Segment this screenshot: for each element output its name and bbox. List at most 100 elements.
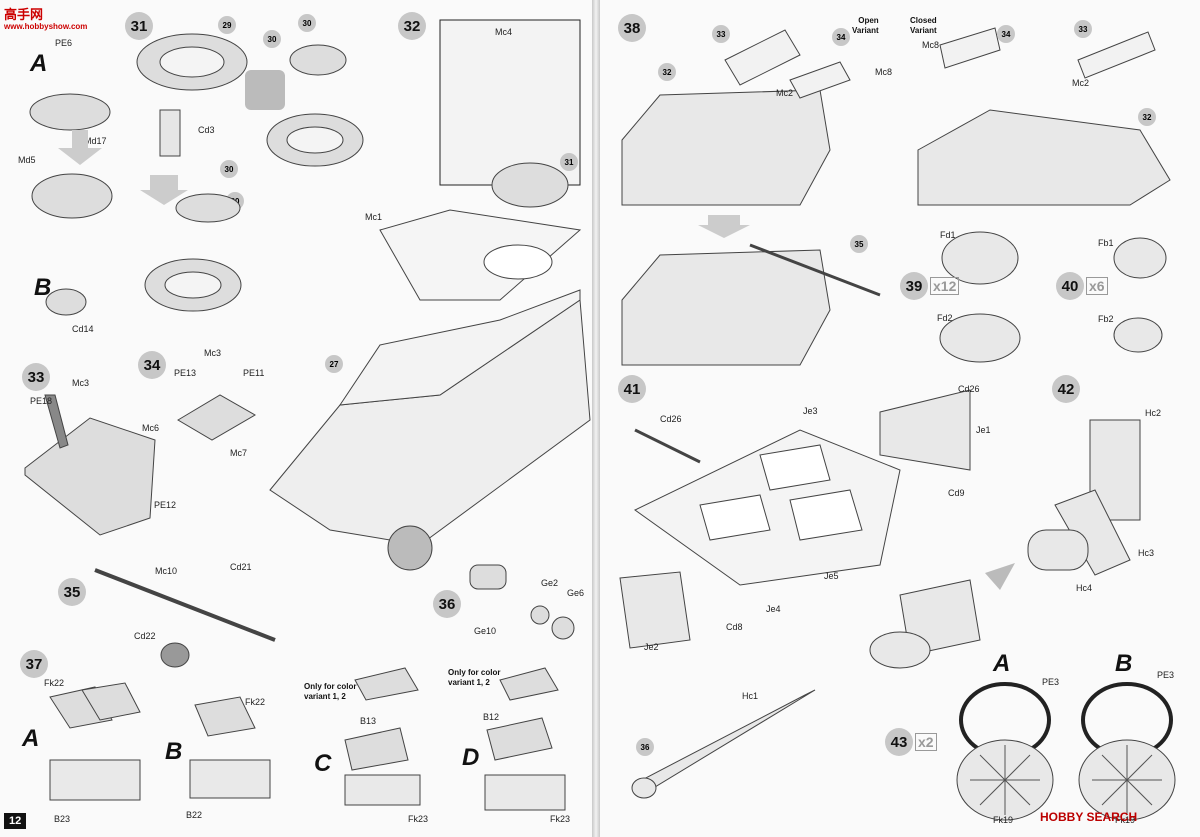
watermark-url: www.hobbyshow.com (4, 22, 88, 31)
part-pe3-b: PE3 (1157, 670, 1175, 680)
sub-32-right: 32 (1138, 108, 1156, 126)
part-fb1: Fb1 (1098, 238, 1114, 248)
part-pe3-a: PE3 (1042, 677, 1060, 687)
part-fd2: Fd2 (937, 313, 953, 323)
part-mc1: Mc1 (365, 212, 383, 222)
part-mc2-a: Mc2 (776, 88, 794, 98)
sub-27: 27 (325, 355, 343, 373)
part-fk19-b: Fk19 (1115, 815, 1136, 825)
step-38-badge: 38 (618, 14, 646, 42)
step-39-badge: 39 (900, 272, 928, 300)
watermark-logo: 高手网 (4, 7, 44, 22)
part-cd26-a: Cd26 (660, 414, 682, 424)
part-b22: B22 (186, 810, 203, 820)
part-hc3: Hc3 (1138, 548, 1155, 558)
left-page-drawings (24, 19, 591, 811)
open-variant-label: Open Variant (852, 16, 879, 35)
step-32-badge: 32 (398, 12, 426, 40)
sub-36: 36 (636, 738, 654, 756)
part-je4: Je4 (766, 604, 781, 614)
part-fk19-a: Fk19 (993, 815, 1014, 825)
variant-a-43: A (993, 650, 1011, 677)
part-hc1: Hc1 (742, 691, 759, 701)
sub-29: 29 (218, 16, 236, 34)
part-mc6: Mc6 (142, 423, 160, 433)
part-pe6: PE6 (55, 38, 73, 48)
part-cd21: Cd21 (230, 562, 252, 572)
sub-33-right: 33 (1074, 20, 1092, 38)
step-42-badge: 42 (1052, 375, 1080, 403)
step-40-badge: 40 (1056, 272, 1084, 300)
step-31-badge: 31 (125, 12, 153, 40)
part-fk22-a: Fk22 (44, 678, 65, 688)
note-variant-d: Only for color variant 1, 2 (448, 668, 501, 687)
step-37-badge: 37 (20, 650, 48, 678)
part-je2: Je2 (644, 642, 659, 652)
part-mc3-a: Mc3 (72, 378, 90, 388)
part-pe13: PE13 (174, 368, 197, 378)
book-spine (592, 0, 600, 837)
part-mc7: Mc7 (230, 448, 248, 458)
right-page-drawings (619, 27, 1176, 821)
part-fd1: Fd1 (940, 230, 956, 240)
variant-c-37: C (314, 750, 332, 777)
closed-variant-label: Closed Variant (910, 16, 937, 35)
qty-39: x12 (930, 277, 960, 295)
instruction-page-right: 38 Open Variant Closed Variant 33 34 32 … (600, 0, 1200, 837)
part-pe12: PE12 (154, 500, 177, 510)
sub-30b-mid: 30 (220, 160, 238, 178)
variant-a-37: A (22, 725, 40, 752)
part-cd9: Cd9 (948, 488, 965, 498)
part-mc10: Mc10 (155, 566, 178, 576)
part-fb2: Fb2 (1098, 314, 1114, 324)
part-b23: B23 (54, 814, 71, 824)
part-mc8-a: Mc8 (875, 67, 893, 77)
qty-43: x2 (915, 733, 937, 751)
sub-33-left: 33 (712, 25, 730, 43)
part-cd26-b: Cd26 (958, 384, 980, 394)
part-fk23-a: Fk23 (408, 814, 429, 824)
part-mc8-b: Mc8 (922, 40, 940, 50)
part-b12: B12 (483, 712, 500, 722)
variant-b-37: B (165, 738, 183, 765)
step-36-badge: 36 (433, 590, 461, 618)
instruction-page-left: 高手网 www.hobbyshow.com 31 A PE6 Md17 Md5 … (0, 0, 592, 837)
step-41-badge: 41 (618, 375, 646, 403)
step-34-badge: 34 (138, 351, 166, 379)
step-35-badge: 35 (58, 578, 86, 606)
variant-d-37: D (462, 744, 480, 771)
sub-35: 35 (850, 235, 868, 253)
part-ge10: Ge10 (474, 626, 497, 636)
sub-30a-top: 30 (263, 30, 281, 48)
part-hc4: Hc4 (1076, 583, 1093, 593)
part-je5: Je5 (824, 571, 839, 581)
part-fk23-b: Fk23 (550, 814, 571, 824)
sub-30b-top: 30 (298, 14, 316, 32)
sub-34-left: 34 (832, 28, 850, 46)
sub-32-left: 32 (658, 63, 676, 81)
sub-34-right: 34 (997, 25, 1015, 43)
watermark-hobbysearch: HOBBY SEARCH (1040, 810, 1138, 824)
sub-31: 31 (560, 153, 578, 171)
part-hc2: Hc2 (1145, 408, 1162, 418)
page-number-left: 12 (4, 813, 27, 829)
variant-b-43: B (1115, 650, 1133, 677)
part-cd22: Cd22 (134, 631, 156, 641)
part-mc3-b: Mc3 (204, 348, 222, 358)
note-variant-c: Only for color variant 1, 2 (304, 682, 357, 701)
part-md17: Md17 (84, 136, 107, 146)
part-je1: Je1 (976, 425, 991, 435)
part-ge2: Ge2 (541, 578, 559, 588)
part-cd14: Cd14 (72, 324, 94, 334)
part-pe18: PE18 (30, 396, 53, 406)
qty-40: x6 (1086, 277, 1108, 295)
part-ge6: Ge6 (567, 588, 585, 598)
variant-b-label: B (34, 274, 52, 301)
variant-a-label: A (30, 50, 48, 77)
part-cd3: Cd3 (198, 125, 215, 135)
part-pe11: PE11 (243, 368, 265, 378)
part-cd8: Cd8 (726, 622, 743, 632)
part-b13: B13 (360, 716, 377, 726)
part-je3: Je3 (803, 406, 818, 416)
part-md5: Md5 (18, 155, 36, 165)
